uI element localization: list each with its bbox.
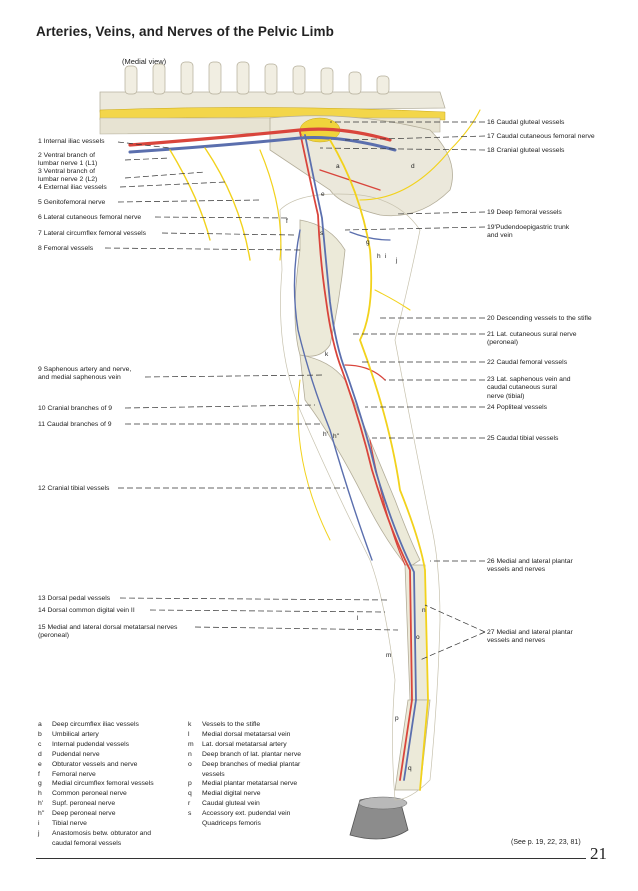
label-25: 25 Caudal tibial vessels	[487, 435, 559, 442]
label-26: 26 Medial and lateral plantar vessels an…	[487, 558, 573, 574]
fig-letter-p: p	[395, 715, 399, 722]
label-1: 1 Internal iliac vessels	[38, 138, 105, 145]
label-19: 19 Deep femoral vessels	[487, 209, 562, 216]
label-24: 24 Popliteal vessels	[487, 404, 548, 411]
fig-letter-j: j	[395, 257, 397, 264]
veins	[128, 134, 417, 781]
legend-item: h''Deep peroneal nerve	[38, 810, 116, 818]
figure-letters: a d e f s g h i j k h' h'' l m n o p q	[286, 163, 426, 772]
label-10: 10 Cranial branches of 9	[38, 405, 113, 412]
fig-letter-i: i	[385, 253, 386, 260]
label-7: 7 Lateral circumflex femoral vessels	[38, 230, 147, 237]
label-13: 13 Dorsal pedal vessels	[38, 595, 111, 602]
fig-letter-l: l	[357, 615, 359, 622]
limb-outline	[279, 193, 441, 801]
label-21: 21 Lat. cutaneous sural nerve (peroneal)	[487, 331, 577, 347]
fig-letter-e: e	[321, 191, 325, 198]
label-14: 14 Dorsal common digital vein II	[38, 607, 135, 614]
fig-letter-f: f	[286, 218, 288, 225]
fig-letter-k: k	[325, 351, 329, 358]
fig-letter-h1: h'	[323, 431, 328, 438]
fig-letter-h2: h''	[333, 433, 339, 440]
fig-letter-h: h	[377, 253, 381, 260]
fig-letter-m: m	[386, 652, 391, 659]
label-12: 12 Cranial tibial vessels	[38, 485, 110, 492]
label-5: 5 Genitofemoral nerve	[38, 199, 106, 206]
label-11: 11 Caudal branches of 9	[38, 421, 112, 428]
label-4: 4 External iliac vessels	[38, 184, 107, 191]
footer-rule	[36, 858, 586, 859]
label-2: 2 Ventral branch of lumbar nerve 1 (L1)	[38, 152, 98, 168]
label-17: 17 Caudal cutaneous femoral nerve	[487, 133, 595, 140]
label-20: 20 Descending vessels to the stifle	[487, 315, 592, 322]
cross-reference: (See p. 19, 22, 23, 81)	[511, 839, 581, 846]
nerves	[169, 109, 481, 791]
label-8: 8 Femoral vessels	[38, 245, 94, 252]
label-22: 22 Caudal femoral vessels	[487, 359, 568, 366]
page-title: Arteries, Veins, and Nerves of the Pelvi…	[36, 24, 334, 39]
fig-letter-d: d	[411, 163, 415, 170]
leader-lines	[104, 121, 486, 661]
legend-item: h'Supf. peroneal nerve	[38, 800, 116, 808]
tibia-bone	[299, 354, 421, 569]
label-16: 16 Caudal gluteal vessels	[487, 119, 565, 126]
label-18: 18 Cranial gluteal vessels	[487, 147, 565, 154]
fig-letter-q: q	[408, 765, 412, 772]
label-19-prime: 19'Pudendoepigastric trunk and vein	[487, 224, 570, 240]
fig-letter-o: o	[416, 634, 420, 641]
label-27: 27 Medial and lateral plantar vessels an…	[487, 629, 573, 645]
label-15: 15 Medial and lateral dorsal metatarsal …	[38, 624, 178, 640]
label-9: 9 Saphenous artery and nerve, and medial…	[38, 366, 132, 382]
label-3: 3 Ventral branch of lumbar nerve 2 (L2)	[38, 168, 98, 184]
label-23: 23 Lat. saphenous vein and caudal cutane…	[487, 376, 571, 400]
view-caption: (Medial view)	[122, 57, 167, 66]
fig-letter-n: n	[422, 607, 426, 614]
label-6: 6 Lateral cutaneous femoral nerve	[38, 214, 142, 221]
page-number: 21	[590, 844, 607, 863]
fig-letter-a: a	[336, 163, 340, 170]
fig-letter-g: g	[366, 239, 370, 246]
fig-letter-s: s	[320, 230, 324, 237]
